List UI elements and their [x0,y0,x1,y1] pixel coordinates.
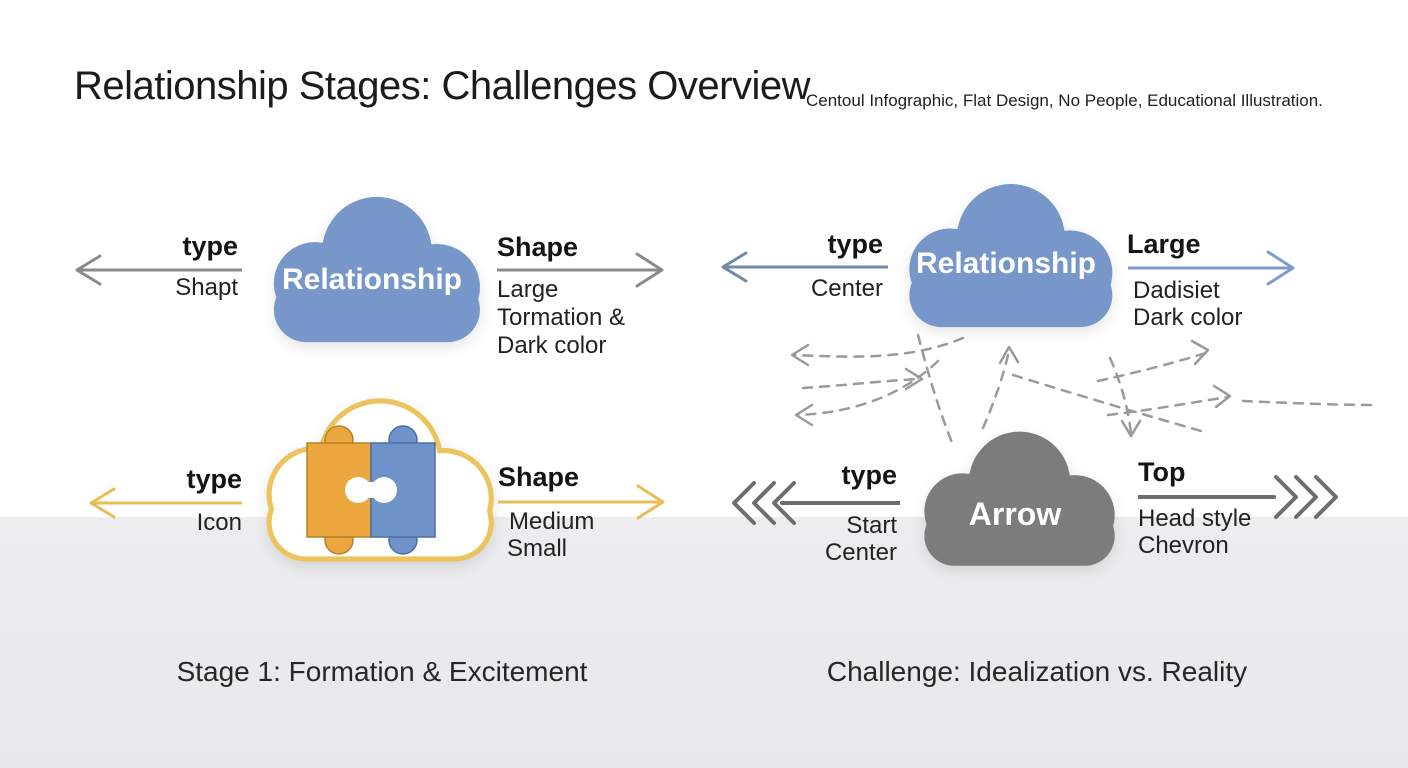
q4-right-arrow-title: Top [1138,457,1186,487]
q3-left-arrow-icon [89,487,242,519]
q1-right-arrow-icon [497,252,664,288]
q1-left-arrow-title: type [182,231,238,261]
q3-cloud [251,396,499,568]
q2-left-arrow-icon [721,251,888,283]
q4-right-triple-chevron-arrow-icon [1138,475,1338,519]
puzzle-icon [306,425,436,555]
q1-right-sub-3: Dark color [497,332,607,359]
q2-right-sub-1: Dadisiet [1133,277,1220,304]
q3-left-arrow-sub: Icon [196,509,242,536]
q3-right-arrow-icon [498,484,665,520]
q4-left-triple-chevron-arrow-icon [732,481,900,525]
q4-right-sub-2: Chevron [1138,532,1229,559]
q4-right-sub-1: Head style [1138,505,1252,532]
q2-cloud-label: Relationship [915,247,1096,280]
page-subtitle: Centoul Infographic, Flat Design, No Peo… [806,91,1323,110]
q4-cloud: Arrow [906,428,1124,573]
q3-right-sub-1: Medium [509,508,595,535]
q4-cloud-label: Arrow [968,496,1062,532]
q3-left-arrow-title: type [186,464,242,494]
q2-right-sub-2: Dark color [1133,304,1243,331]
page-title: Relationship Stages: Challenges Overview [74,64,810,108]
q4-left-arrow-title: type [841,460,897,490]
q3-right-sub-2: Small [507,535,568,562]
q2-left-arrow-title: type [827,229,883,259]
q2-right-arrow-icon [1128,250,1295,286]
q4-left-sub-2: Center [824,539,897,566]
q4-left-sub-1: Start [846,512,897,539]
q3-right-arrow-title: Shape [498,462,580,492]
q1-right-sub-2: Tormation & [497,304,626,331]
caption-challenge: Challenge: Idealization vs. Reality [826,656,1248,687]
q2-cloud: Relationship [890,180,1122,335]
q1-left-arrow-sub: Shapt [175,274,238,301]
dashed-chaos-arrows-icon [790,333,1380,447]
q1-cloud: Relationship [252,193,492,350]
q2-right-arrow-title: Large [1127,229,1201,259]
q2-left-arrow-sub: Center [810,275,883,302]
q1-cloud-label: Relationship [281,263,462,296]
bottom-background-band [0,517,1408,768]
q1-right-sub-1: Large [497,276,559,303]
caption-stage1: Stage 1: Formation & Excitement [176,656,588,687]
q1-left-arrow-icon [75,254,242,286]
q1-right-arrow-title: Shape [497,232,579,262]
